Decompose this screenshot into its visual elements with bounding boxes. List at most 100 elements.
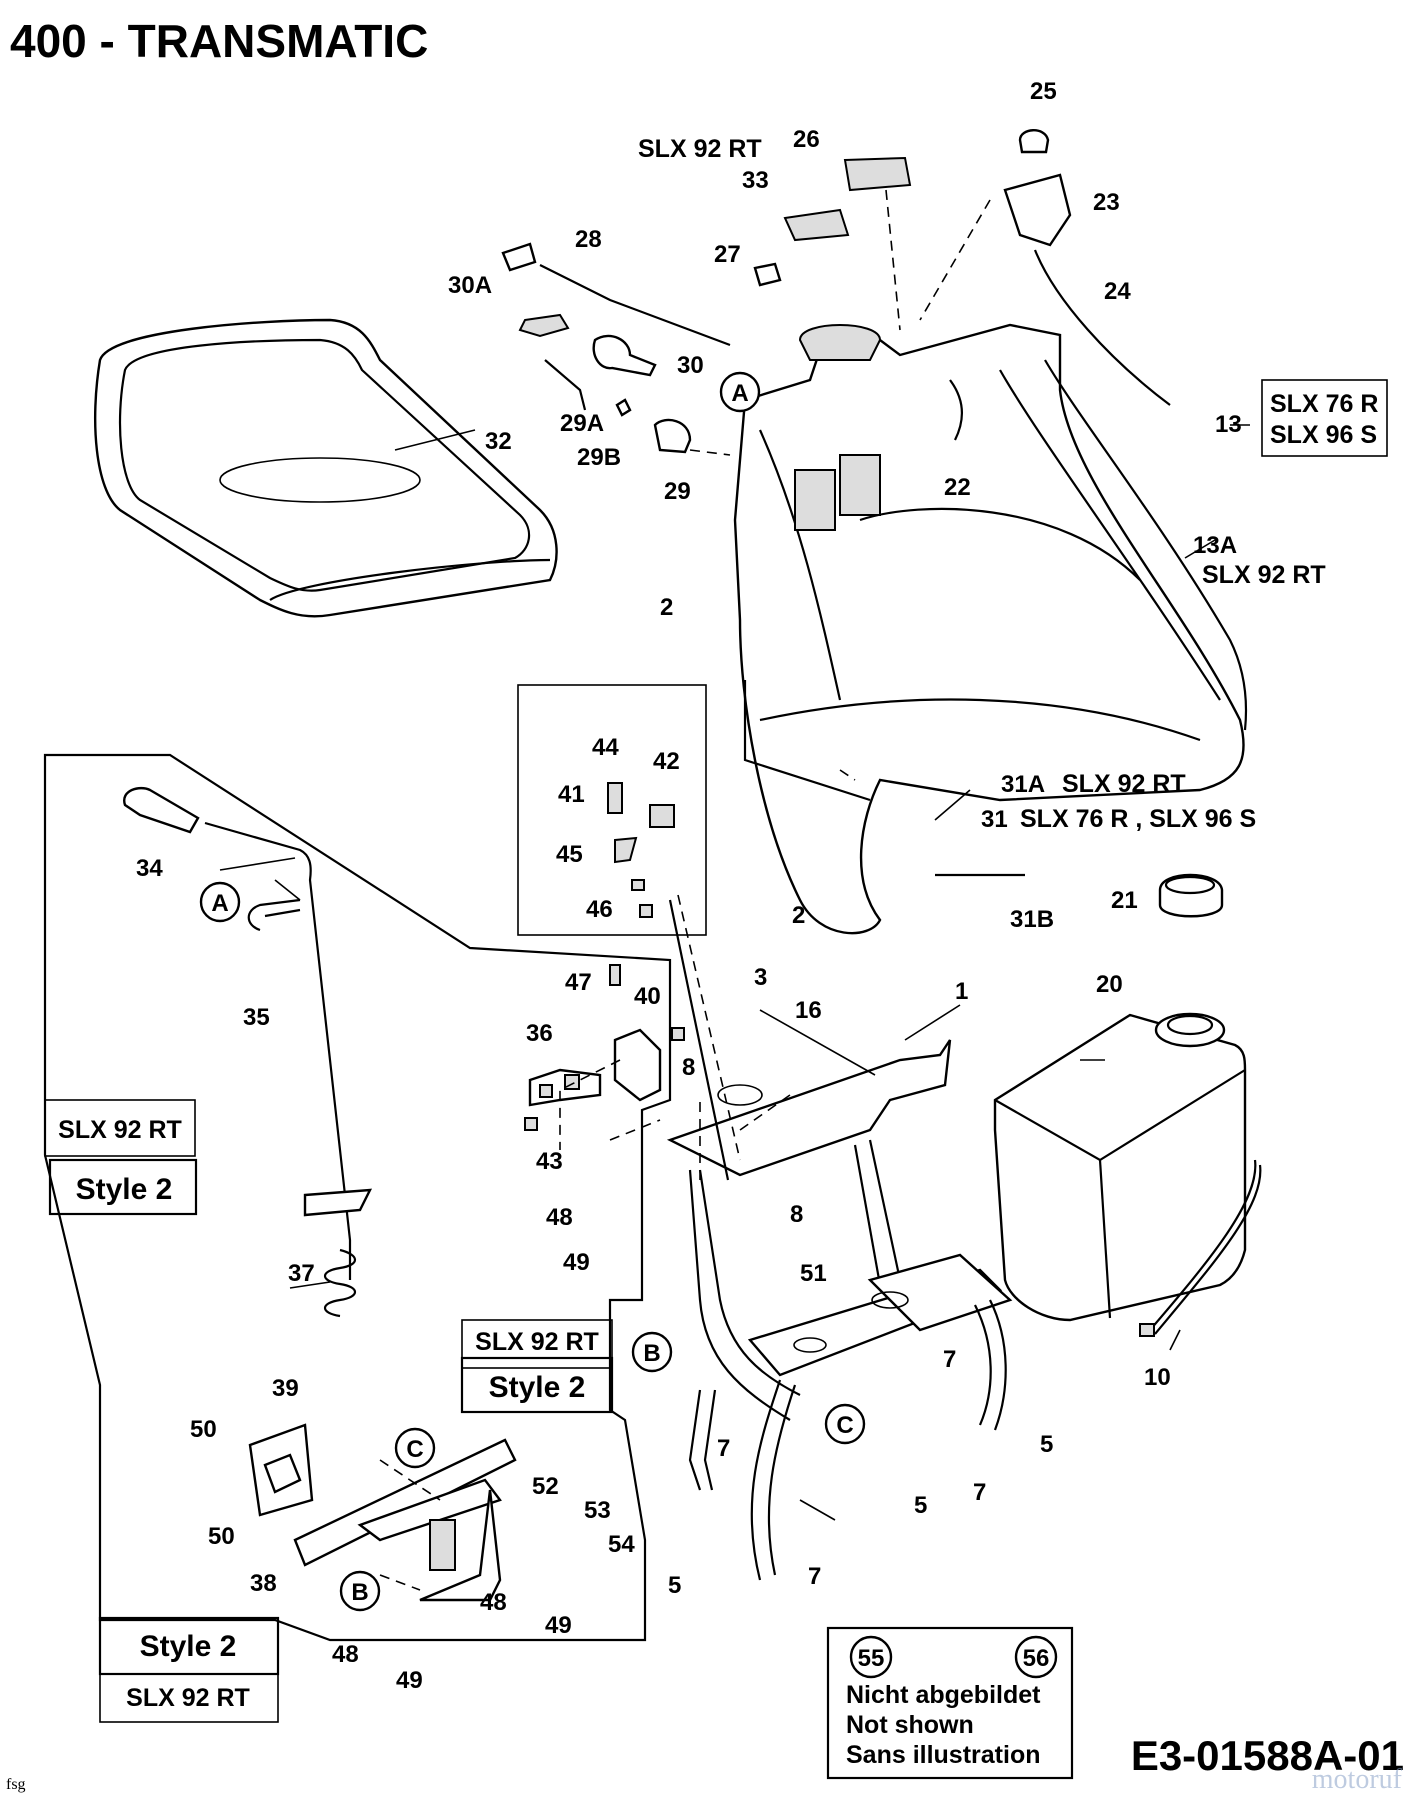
label-50a: 50 [190, 1416, 217, 1443]
label-33: 33 [742, 167, 769, 194]
svg-text:Sans illustration: Sans illustration [846, 1741, 1040, 1769]
svg-text:Style 2: Style 2 [76, 1173, 173, 1206]
label-38: 38 [250, 1570, 277, 1597]
label-53: 53 [584, 1497, 611, 1524]
label-49a: 49 [563, 1249, 590, 1276]
svg-text:C: C [836, 1412, 853, 1439]
label-29b: 29B [577, 444, 621, 471]
diagram-code: E3-01588A-01 [1130, 1732, 1404, 1779]
part-number-labels: 1 2 2 3 5 5 5 7 7 7 7 8 8 10 13 13A 16 2… [136, 78, 1242, 1694]
label-45: 45 [556, 841, 583, 868]
label-30: 30 [677, 352, 704, 379]
svg-text:Not shown: Not shown [846, 1711, 974, 1739]
label-32: 32 [485, 428, 512, 455]
model-label-31a: SLX 92 RT [1062, 770, 1186, 798]
label-20: 20 [1096, 971, 1123, 998]
label-5b: 5 [1040, 1431, 1053, 1458]
svg-text:SLX 92 RT: SLX 92 RT [58, 1116, 182, 1144]
frame-part [666, 1039, 1013, 1581]
style-box-left: SLX 92 RT Style 2 [44, 1099, 198, 1216]
label-54: 54 [608, 1531, 635, 1558]
lower-linkage-part [248, 1423, 517, 1602]
label-31b: 31B [1010, 906, 1054, 933]
style-box-bottom: Style 2 SLX 92 RT [98, 1616, 280, 1723]
style-box-middle: SLX 92 RT Style 2 [460, 1319, 614, 1414]
svg-text:SLX 92 RT: SLX 92 RT [126, 1684, 250, 1712]
label-49c: 49 [396, 1667, 423, 1694]
svg-text:A: A [731, 380, 748, 407]
bracket-assembly-part [524, 964, 685, 1131]
svg-text:Style 2: Style 2 [489, 1371, 586, 1404]
group-outline-left [43, 753, 672, 1642]
dashboard-part [733, 323, 1248, 935]
label-13a: 13A [1193, 532, 1237, 559]
label-41: 41 [558, 781, 585, 808]
label-23: 23 [1093, 189, 1120, 216]
svg-text:A: A [211, 890, 228, 917]
svg-text:Style 2: Style 2 [140, 1630, 237, 1663]
label-35: 35 [243, 1004, 270, 1031]
label-47: 47 [565, 969, 592, 996]
label-42: 42 [653, 748, 680, 775]
label-29a: 29A [560, 410, 604, 437]
label-44: 44 [592, 734, 619, 761]
label-7a: 7 [943, 1346, 956, 1373]
label-48c: 48 [332, 1641, 359, 1668]
svg-text:C: C [406, 1436, 423, 1463]
label-39: 39 [272, 1375, 299, 1402]
inset-switch-detail [517, 684, 741, 1181]
callout-A-left: A [199, 881, 241, 923]
label-13: 13 [1215, 411, 1242, 438]
label-1: 1 [955, 978, 968, 1005]
label-48b: 48 [480, 1589, 507, 1616]
callout-C-frame: C [824, 1403, 866, 1445]
label-21: 21 [1111, 887, 1138, 914]
label-8b: 8 [790, 1201, 803, 1228]
label-31: 31 [981, 806, 1008, 833]
label-37: 37 [288, 1260, 315, 1287]
label-2a: 2 [660, 594, 673, 621]
model-label-31: SLX 76 R , SLX 96 S [1020, 805, 1256, 833]
label-34: 34 [136, 855, 163, 882]
not-shown-legend: 55 56 Nicht abgebildet Not shown Sans il… [826, 1626, 1074, 1780]
leader-lines [219, 189, 1250, 1591]
svg-text:56: 56 [1023, 1645, 1050, 1672]
label-40: 40 [634, 983, 661, 1010]
label-22: 22 [944, 474, 971, 501]
label-10: 10 [1144, 1364, 1171, 1391]
svg-text:Nicht abgebildet: Nicht abgebildet [846, 1681, 1041, 1709]
model-label-slx96s: SLX 96 S [1270, 421, 1377, 449]
ignition-parts [501, 129, 1171, 454]
shift-lever-part [123, 786, 373, 1318]
label-2b: 2 [792, 902, 805, 929]
label-16: 16 [795, 997, 822, 1024]
label-49b: 49 [545, 1612, 572, 1639]
label-48a: 48 [546, 1204, 573, 1231]
label-5a: 5 [914, 1492, 927, 1519]
label-7d: 7 [808, 1563, 821, 1590]
label-31a: 31A [1001, 771, 1045, 798]
author-mark: fsg [6, 1776, 26, 1793]
seat-part [93, 318, 558, 618]
label-7c: 7 [717, 1435, 730, 1462]
label-25: 25 [1030, 78, 1057, 105]
label-36: 36 [526, 1020, 553, 1047]
label-7b: 7 [973, 1479, 986, 1506]
label-50b: 50 [208, 1523, 235, 1550]
svg-text:B: B [351, 1579, 368, 1606]
label-29: 29 [664, 478, 691, 505]
label-5c: 5 [668, 1572, 681, 1599]
label-52: 52 [532, 1473, 559, 1500]
callout-C-linkage: C [394, 1427, 436, 1469]
model-label-slx76r: SLX 76 R [1270, 390, 1378, 418]
svg-text:B: B [643, 1340, 660, 1367]
label-26: 26 [793, 126, 820, 153]
callout-B-frame: B [631, 1331, 673, 1373]
label-51: 51 [800, 1260, 827, 1287]
svg-text:55: 55 [858, 1645, 885, 1672]
label-46: 46 [586, 896, 613, 923]
watermark-logo: motoruf [1311, 1764, 1402, 1795]
fuel-tank-part [993, 873, 1262, 1337]
label-43: 43 [536, 1148, 563, 1175]
